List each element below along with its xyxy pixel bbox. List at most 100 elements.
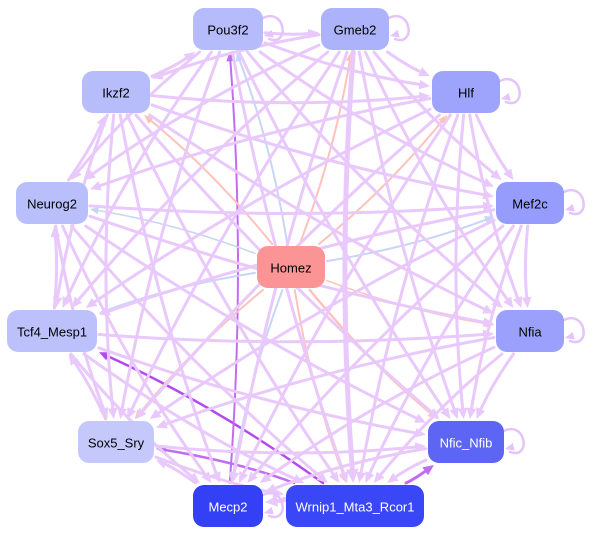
node-Mecp2[interactable]: Mecp2 bbox=[193, 485, 263, 527]
self-loop-Mef2c bbox=[560, 189, 585, 216]
edge-Homez-to-Neurog2 bbox=[90, 206, 256, 255]
node-label: Hlf bbox=[458, 86, 474, 101]
edge-arrowhead bbox=[482, 329, 494, 340]
node-label: Sox5_Sry bbox=[88, 436, 145, 451]
edge-line bbox=[298, 57, 352, 245]
node-Gmeb2[interactable]: Gmeb2 bbox=[321, 8, 389, 50]
node-Tcf4_Mesp1[interactable]: Tcf4_Mesp1 bbox=[7, 310, 97, 352]
edge-arrowhead bbox=[418, 67, 430, 77]
self-loop-line bbox=[560, 317, 585, 344]
edge-Hlf-to-Mecp2 bbox=[239, 113, 452, 483]
node-box[interactable] bbox=[321, 8, 389, 50]
edge-line bbox=[342, 49, 356, 476]
node-label: Mef2c bbox=[512, 197, 548, 212]
node-box[interactable] bbox=[193, 8, 263, 50]
edge-arrowhead bbox=[90, 206, 99, 215]
edge-arrowhead bbox=[98, 407, 109, 419]
node-Neurog2[interactable]: Neurog2 bbox=[16, 182, 88, 224]
node-box[interactable] bbox=[286, 485, 424, 527]
edge-line bbox=[363, 50, 511, 304]
edge-line bbox=[245, 50, 499, 305]
edge-arrowhead bbox=[414, 428, 426, 438]
self-loop-line bbox=[259, 492, 284, 519]
node-box[interactable] bbox=[193, 485, 263, 527]
edge-line bbox=[150, 103, 489, 197]
node-Nfia[interactable]: Nfia bbox=[496, 310, 564, 352]
edge-arrowhead bbox=[68, 354, 79, 366]
edge-Mef2c-to-Sox5_Sry bbox=[149, 218, 496, 419]
self-loop-Nfia bbox=[560, 317, 585, 344]
edge-Ikzf2-to-Nfia bbox=[148, 113, 494, 314]
edge-Mecp2-to-Pou3f2 bbox=[226, 52, 239, 484]
edge-Hlf-to-Neurog2 bbox=[90, 96, 432, 191]
node-box[interactable] bbox=[257, 246, 325, 288]
edge-line bbox=[161, 448, 296, 485]
node-Mef2c[interactable]: Mef2c bbox=[496, 182, 564, 224]
edge-arrowhead bbox=[90, 181, 102, 191]
edge-line bbox=[88, 204, 488, 216]
edge-Ikzf2-to-Pou3f2 bbox=[150, 52, 196, 78]
self-loop-Gmeb2 bbox=[385, 15, 410, 42]
node-Wrnip1_Mta3_Rcor1[interactable]: Wrnip1_Mta3_Rcor1 bbox=[286, 485, 424, 527]
node-box[interactable] bbox=[496, 310, 564, 352]
edge-arrowhead bbox=[239, 471, 249, 483]
edge-arrowhead bbox=[247, 471, 259, 483]
self-loop-Pou3f2 bbox=[259, 15, 284, 42]
node-Nfic_Nfib[interactable]: Nfic_Nfib bbox=[428, 421, 504, 463]
edge-Neurog2-to-Nfic_Nfib bbox=[84, 224, 426, 423]
node-box[interactable] bbox=[7, 310, 97, 352]
edge-arrowhead bbox=[71, 168, 82, 180]
edge-Neurog2-to-Wrnip1_Mta3_Rcor1 bbox=[69, 224, 328, 483]
node-label: Mecp2 bbox=[208, 500, 247, 515]
self-loop-arrowhead bbox=[501, 92, 511, 101]
edge-arrowhead bbox=[482, 177, 494, 187]
node-Sox5_Sry[interactable]: Sox5_Sry bbox=[78, 421, 154, 463]
edge-arrowhead bbox=[418, 79, 430, 90]
edge-arrowhead bbox=[188, 472, 200, 483]
edge-arrowhead bbox=[345, 468, 359, 483]
edge-line bbox=[237, 57, 289, 245]
self-loop-arrowhead bbox=[505, 442, 515, 451]
edge-line bbox=[104, 353, 325, 485]
node-box[interactable] bbox=[496, 182, 564, 224]
edge-line bbox=[270, 447, 428, 491]
edge-arrowhead bbox=[490, 169, 502, 180]
edge-arrowhead bbox=[259, 472, 272, 483]
edge-Nfia-to-Wrnip1_Mta3_Rcor1 bbox=[373, 352, 504, 483]
edge-arrowhead bbox=[62, 296, 72, 308]
edge-arrowhead bbox=[329, 471, 340, 483]
edge-Gmeb2-to-Hlf bbox=[385, 50, 430, 77]
node-box[interactable] bbox=[428, 421, 504, 463]
edge-Gmeb2-to-Wrnip1_Mta3_Rcor1 bbox=[342, 49, 359, 483]
edge-arrowhead bbox=[482, 201, 494, 212]
edge-arrowhead bbox=[373, 471, 385, 483]
edge-line bbox=[95, 96, 432, 189]
node-Hlf[interactable]: Hlf bbox=[432, 71, 500, 113]
node-box[interactable] bbox=[82, 71, 150, 113]
edge-arrowhead bbox=[292, 474, 305, 483]
edge-Wrnip1_Mta3_Rcor1-to-Mecp2 bbox=[265, 495, 289, 507]
edge-line bbox=[150, 94, 424, 105]
node-box[interactable] bbox=[432, 71, 500, 113]
edge-arrowhead bbox=[316, 472, 328, 483]
edge-line bbox=[264, 345, 496, 481]
edge-arrowhead bbox=[365, 471, 375, 483]
edge-Gmeb2-to-Sox5_Sry bbox=[127, 50, 341, 419]
node-box[interactable] bbox=[78, 421, 154, 463]
self-loop-arrowhead bbox=[390, 29, 400, 38]
edge-line bbox=[148, 113, 489, 312]
edge-line bbox=[477, 352, 515, 414]
node-box[interactable] bbox=[16, 182, 88, 224]
self-loop-arrowhead bbox=[565, 331, 575, 340]
node-Ikzf2[interactable]: Ikzf2 bbox=[82, 71, 150, 113]
edge-line bbox=[74, 50, 202, 176]
edge-arrowhead bbox=[338, 471, 349, 483]
edge-arrowhead bbox=[127, 407, 137, 419]
edge-arrowhead bbox=[449, 407, 459, 419]
node-label: Wrnip1_Mta3_Rcor1 bbox=[296, 500, 415, 515]
node-Pou3f2[interactable]: Pou3f2 bbox=[193, 8, 263, 50]
edge-arrowhead bbox=[85, 297, 98, 308]
node-Homez[interactable]: Homez bbox=[257, 246, 325, 288]
